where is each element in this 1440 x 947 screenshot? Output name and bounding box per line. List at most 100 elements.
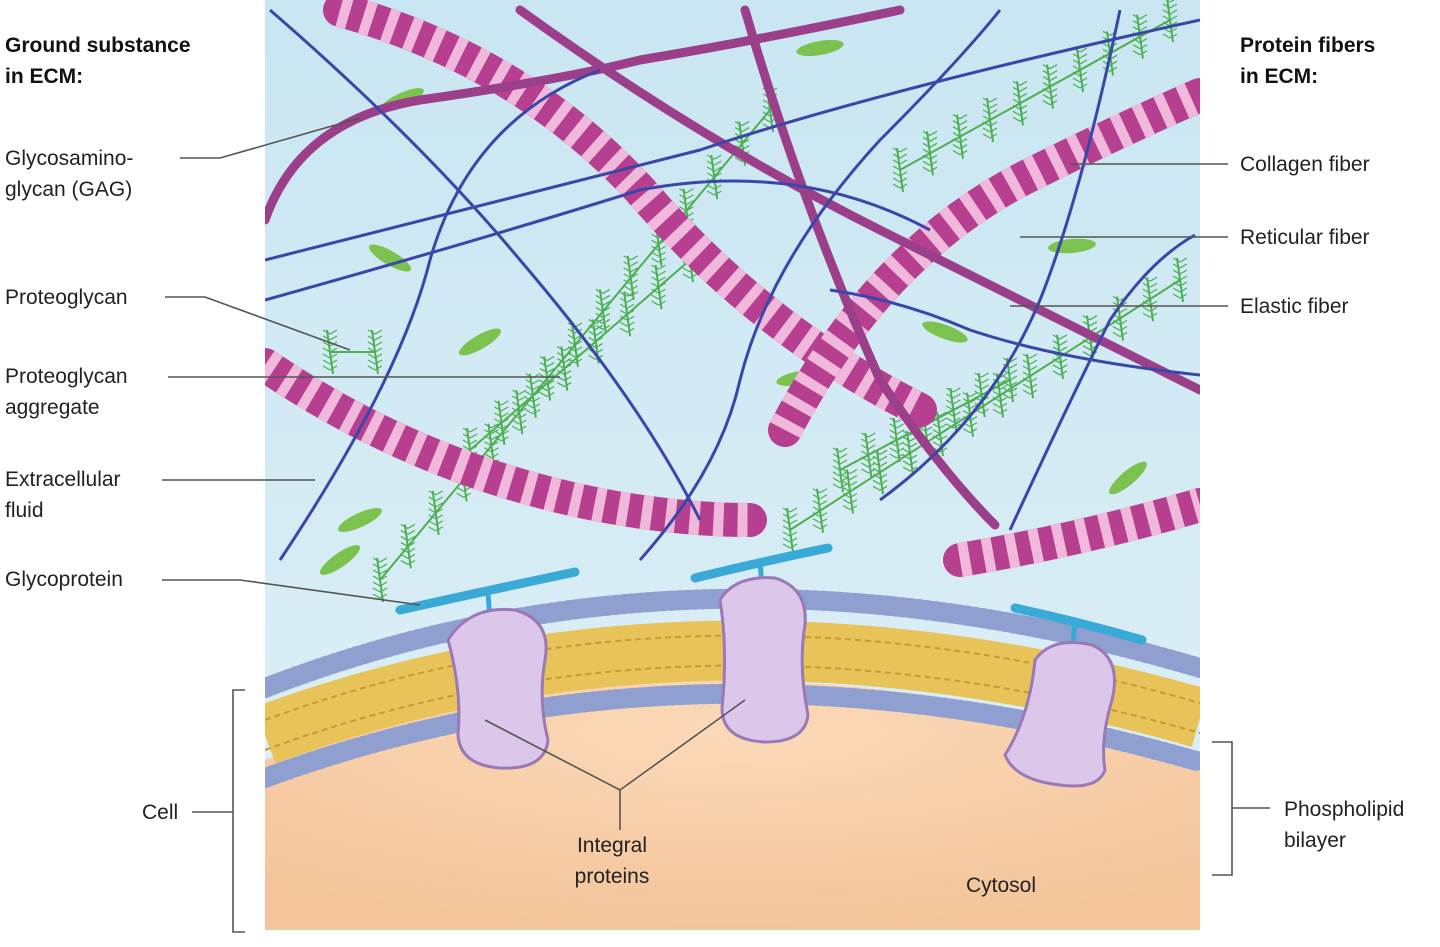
proteoglycan-branch <box>400 523 409 529</box>
proteoglycan-branch <box>868 462 876 468</box>
proteoglycan-branch <box>595 306 604 312</box>
proteoglycan-branch <box>1179 281 1188 287</box>
proteoglycan-branch <box>462 439 471 445</box>
proteoglycan-branch <box>626 291 635 297</box>
proteoglycan-branch <box>595 294 604 300</box>
proteoglycan-branch <box>407 529 416 535</box>
proteoglycan-branch <box>999 408 1008 414</box>
proteoglycan-branch <box>588 318 597 324</box>
proteoglycan-branch <box>539 368 548 374</box>
proteoglycan-branch <box>1049 94 1058 100</box>
proteoglycan-branch <box>602 312 611 318</box>
proteoglycan-branch <box>899 177 908 183</box>
proteoglycan-branch <box>1049 88 1058 94</box>
proteoglycan-branch <box>861 438 869 444</box>
proteoglycan-branch <box>706 190 715 196</box>
proteoglycan-branch <box>689 273 698 279</box>
proteoglycan-branch <box>959 150 968 156</box>
proteoglycan-branch <box>782 537 791 543</box>
proteoglycan-branch <box>329 353 338 359</box>
proteoglycan-branch <box>713 172 722 178</box>
proteoglycan-branch <box>959 120 968 126</box>
proteoglycan-branch <box>682 273 691 279</box>
label-proteoglycan: Proteoglycan <box>5 286 128 309</box>
proteoglycan-branch <box>1162 3 1171 9</box>
proteoglycan-branch <box>819 494 828 500</box>
proteoglycan-branch <box>1002 387 1011 393</box>
proteoglycan-branch <box>630 267 639 273</box>
proteoglycan-branch <box>379 587 388 593</box>
proteoglycan-branch <box>974 396 982 402</box>
proteoglycan-branch <box>872 485 881 491</box>
proteoglycan-branch <box>435 514 444 520</box>
proteoglycan-branch <box>329 335 338 341</box>
proteoglycan-branch <box>484 441 492 447</box>
proteoglycan-branch <box>879 479 888 485</box>
proteoglycan-branch <box>861 468 869 474</box>
proteoglycan-branch <box>1172 287 1181 293</box>
proteoglycan-branch <box>713 166 722 172</box>
proteoglycan-branch <box>1079 71 1088 77</box>
proteoglycan-branch <box>762 99 771 105</box>
proteoglycan-branch <box>861 462 869 468</box>
proteoglycan-branch <box>329 347 338 353</box>
proteoglycan-aggregate-core <box>899 19 1171 171</box>
proteoglycan-branch <box>494 418 502 424</box>
proteoglycan-branch <box>1172 269 1181 275</box>
proteoglycan-branch <box>959 144 968 150</box>
proteoglycan-branch <box>501 406 509 412</box>
proteoglycan-branch <box>1042 88 1051 94</box>
proteoglycan-branch <box>367 365 376 371</box>
proteoglycan-branch <box>782 519 791 525</box>
proteoglycan-branch <box>1109 54 1118 60</box>
proteoglycan-branch <box>1022 353 1031 359</box>
proteoglycan-branch <box>539 356 548 362</box>
proteoglycan-branch <box>469 445 478 451</box>
proteoglycan-branch <box>1059 340 1068 346</box>
proteoglycan-branch <box>602 318 611 324</box>
proteoglycan-branch <box>462 433 471 439</box>
proteoglycan-branch <box>407 523 416 529</box>
glycosaminoglycan <box>368 244 412 272</box>
proteoglycan-branch <box>1162 15 1171 21</box>
proteoglycan-branch <box>974 390 982 396</box>
proteoglycan-branch <box>1072 65 1081 71</box>
proteoglycan-branch <box>819 524 828 530</box>
proteoglycan-branch <box>525 385 534 391</box>
collagen-band <box>265 350 751 537</box>
proteoglycan-branch <box>1079 59 1088 65</box>
proteoglycan-branch <box>929 136 938 142</box>
proteoglycan-branch <box>812 506 821 512</box>
proteoglycan-branch <box>952 150 961 156</box>
proteoglycan-branch <box>1089 321 1098 327</box>
proteoglycan-branch <box>819 512 828 518</box>
proteoglycan-branch <box>651 288 659 294</box>
proteoglycan-branch <box>896 453 904 459</box>
proteoglycan-branch <box>679 194 687 200</box>
proteoglycan-branch <box>832 483 841 489</box>
proteoglycan-branch <box>374 365 383 371</box>
proteoglycan-branch <box>1042 82 1051 88</box>
proteoglycan-branch <box>812 512 821 518</box>
proteoglycan-branch <box>469 427 478 433</box>
proteoglycan-branch <box>989 121 998 127</box>
proteoglycan-branch <box>658 270 666 276</box>
proteoglycan-branch <box>989 133 998 139</box>
proteoglycan-branch <box>872 461 881 467</box>
proteoglycan-branch <box>1172 257 1181 263</box>
label-gag: Glycosamino-glycan (GAG) <box>5 147 134 201</box>
proteoglycan-branch <box>1179 287 1188 293</box>
proteoglycan-branch <box>602 294 611 300</box>
proteoglycan-branch <box>1009 381 1018 387</box>
proteoglycan-branch <box>1149 288 1158 294</box>
proteoglycan-branch <box>999 402 1008 408</box>
proteoglycan-branch <box>400 541 409 547</box>
proteoglycan-branch <box>902 448 911 454</box>
proteoglycan-branch <box>1142 282 1151 288</box>
proteoglycan-branch <box>501 418 509 424</box>
proteoglycan-branch <box>1029 365 1038 371</box>
proteoglycan-branch <box>734 121 743 127</box>
proteoglycan-branch <box>896 447 904 453</box>
proteoglycan-branch <box>1049 64 1058 70</box>
